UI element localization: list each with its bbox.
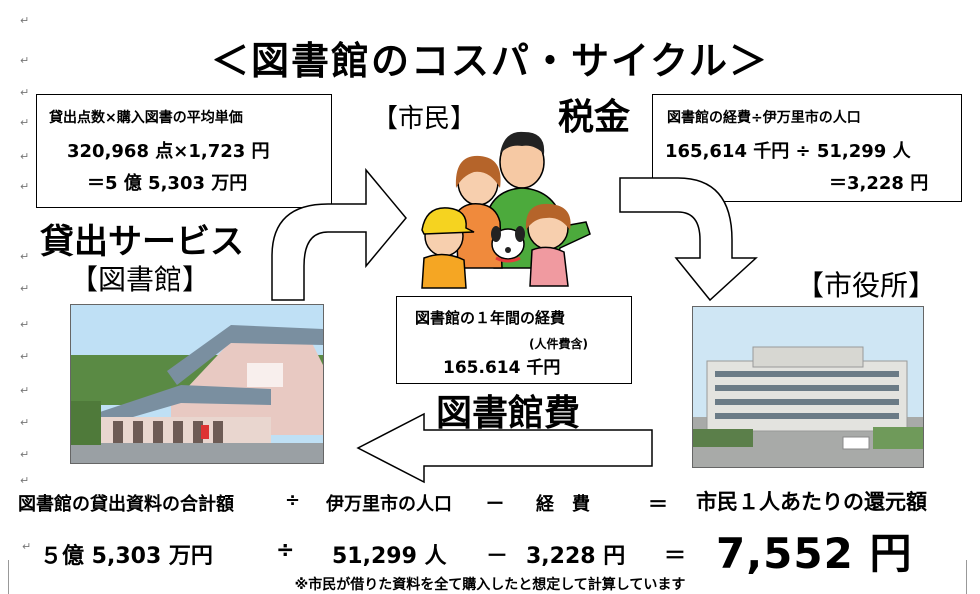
calc-minus-op: －	[486, 544, 509, 569]
calc-equals-op: ＝	[664, 544, 687, 569]
formula-divide-op: ÷	[285, 490, 301, 511]
calc-expense: 3,228 円	[526, 544, 626, 569]
paragraph-mark: ↵	[20, 54, 30, 67]
library-label: 【図書館】	[70, 263, 211, 296]
formula-term-population: 伊万里市の人口	[326, 494, 452, 515]
calc-divide-op: ÷	[276, 538, 295, 563]
city-formula-line: 図書館の経費÷伊万里市の人口	[667, 110, 861, 126]
paragraph-mark: ↵	[20, 350, 30, 363]
loan-calculation-box: 貸出点数×購入図書の平均単価 320,968 点×1,723 円 ＝5 億 5,…	[36, 94, 332, 208]
tax-label: 税金	[558, 97, 631, 138]
expense-title-line: 図書館の１年間の経費	[415, 309, 566, 327]
paragraph-mark: ↵	[20, 474, 30, 487]
city-values-line: 165,614 千円 ÷ 51,299 人	[665, 141, 911, 162]
paragraph-mark: ↵	[20, 116, 30, 129]
paragraph-mark: ↵	[20, 384, 30, 397]
paragraph-mark: ↵	[20, 282, 30, 295]
arrow-city-to-library	[356, 412, 654, 484]
calc-population: 51,299 人	[332, 544, 447, 569]
formula-term-loan-total: 図書館の貸出資料の合計額	[18, 494, 234, 515]
loan-service-label: 貸出サービス	[40, 222, 244, 262]
arrow-library-to-citizens	[268, 166, 408, 302]
library-cost-label: 図書館費	[436, 393, 581, 434]
formula-row: 図書館の貸出資料の合計額 ÷ 伊万里市の人口 ー 経 費 ＝ 市民１人あたりの還…	[0, 488, 980, 518]
paragraph-mark: ↵	[20, 180, 30, 193]
citizen-label: 【市民】	[372, 104, 477, 134]
expense-value-line: 165.614 千円	[443, 358, 561, 378]
city-result-line: ＝3,228 円	[829, 173, 929, 194]
calculation-row: ５億 5,303 万円 ÷ 51,299 人 － 3,228 円 ＝ 7,552…	[0, 524, 980, 578]
footnote: ※市民が借りた資料を全て購入したと想定して計算しています	[294, 577, 686, 593]
loan-formula-line: 貸出点数×購入図書の平均単価	[49, 110, 243, 126]
paragraph-mark: ↵	[20, 250, 30, 263]
arrow-tax-to-city-hall	[618, 176, 758, 302]
formula-minus-op: ー	[486, 494, 504, 515]
family-illustration	[404, 118, 614, 290]
library-expense-box: 図書館の１年間の経費 (人件費含) 165.614 千円	[396, 296, 632, 384]
formula-term-expense: 経 費	[536, 494, 590, 515]
formula-equals-op: ＝	[648, 492, 668, 516]
expense-note-line: (人件費含)	[529, 337, 588, 351]
paragraph-mark: ↵	[20, 416, 30, 429]
paragraph-mark: ↵	[22, 540, 32, 553]
paragraph-mark: ↵	[20, 86, 30, 99]
page-corner-mark	[966, 560, 967, 594]
paragraph-mark: ↵	[20, 14, 30, 27]
formula-result-label: 市民１人あたりの還元額	[696, 490, 927, 514]
city-hall-photo	[692, 306, 924, 468]
city-hall-label: 【市役所】	[796, 269, 937, 302]
page-corner-mark	[8, 560, 9, 594]
paragraph-mark: ↵	[20, 448, 30, 461]
calc-loan-total: ５億 5,303 万円	[40, 544, 213, 569]
loan-values-line: 320,968 点×1,723 円	[67, 141, 270, 162]
library-photo	[70, 304, 324, 464]
paragraph-mark: ↵	[20, 150, 30, 163]
loan-result-line: ＝5 億 5,303 万円	[87, 173, 248, 194]
page-title: ＜図書館のコスパ・サイクル＞	[210, 39, 770, 83]
paragraph-mark: ↵	[20, 318, 30, 331]
calc-result: 7,552 円	[716, 529, 913, 578]
